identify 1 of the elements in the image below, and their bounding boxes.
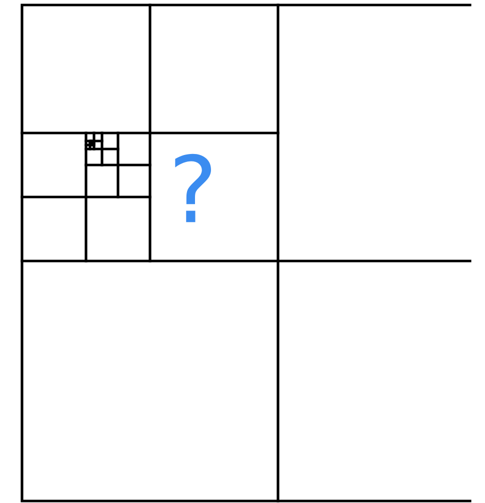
question-mark: ? [175,154,211,222]
